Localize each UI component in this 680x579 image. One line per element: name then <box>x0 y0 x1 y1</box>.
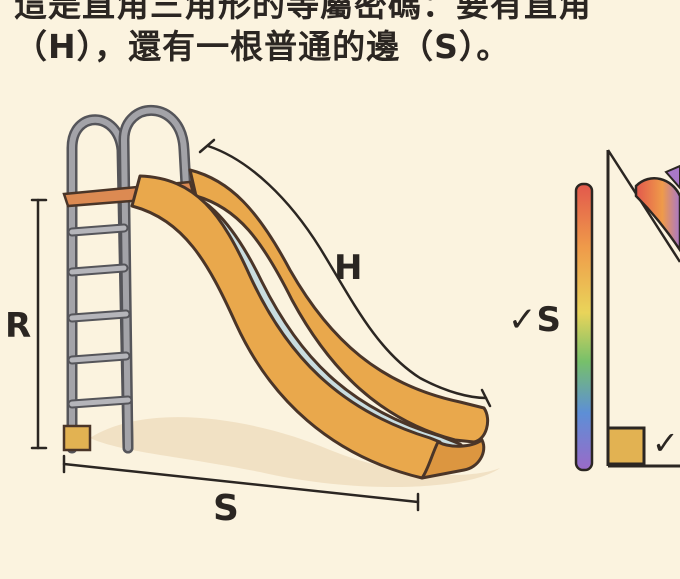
triangle-diagram <box>574 149 680 472</box>
slide-far-rail <box>188 168 490 444</box>
dimension-H <box>206 144 488 400</box>
label-S-check: ✓S <box>508 300 561 340</box>
ground-shadow <box>90 417 500 488</box>
slide <box>130 168 490 480</box>
dimension-S <box>62 462 420 504</box>
label-H: H <box>334 248 363 288</box>
rainbow-leg <box>574 182 594 472</box>
rainbow-slide-piece <box>634 177 680 253</box>
ladder-rail-right <box>118 104 192 454</box>
title-line-2: （H），還有一根普通的邊（S）。 <box>14 27 511 66</box>
label-right-check: ✓ <box>652 424 679 462</box>
ladder <box>66 104 192 454</box>
title-line-1: 這是直角三角形的等屬密碼：要有直角 <box>14 0 592 24</box>
label-S: S <box>213 488 239 529</box>
dimension-lines <box>30 138 492 512</box>
label-R: R <box>5 306 32 346</box>
right-angle-box-triangle <box>606 426 646 466</box>
right-angle-box-slide <box>62 424 92 452</box>
